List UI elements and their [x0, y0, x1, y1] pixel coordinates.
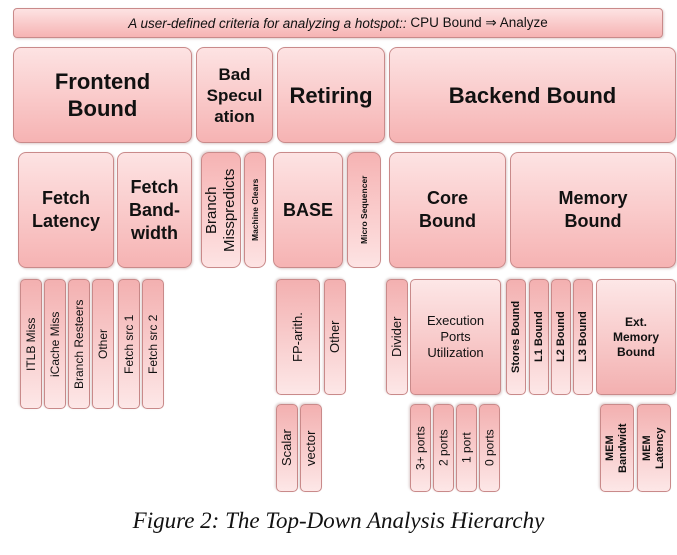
fetch-latency-node: Fetch Latency — [18, 152, 114, 268]
criteria-banner-prefix: A user-defined criteria for analyzing a … — [128, 15, 407, 31]
machine-clears-node: Machine Clears — [244, 152, 266, 268]
base-other-node: Other — [324, 279, 346, 395]
ports-3plus-node: 3+ ports — [410, 404, 431, 492]
ports-1-node: 1 port — [456, 404, 477, 492]
fetch-src-2-node: Fetch src 2 — [142, 279, 164, 409]
branch-mispredicts-node: Branch Misspredicts — [201, 152, 241, 268]
fetch-bandwidth-node: Fetch Band- width — [117, 152, 192, 268]
l3-bound-node: L3 Bound — [573, 279, 593, 395]
scalar-node: Scalar — [276, 404, 298, 492]
ports-2-node: 2 ports — [433, 404, 454, 492]
icache-miss-node: iCache Miss — [44, 279, 66, 409]
micro-sequencer-node: Micro Sequencer — [347, 152, 381, 268]
fetch-src-1-node: Fetch src 1 — [118, 279, 140, 409]
retiring-node: Retiring — [277, 47, 385, 143]
l2-bound-node: L2 Bound — [551, 279, 571, 395]
stores-bound-node: Stores Bound — [506, 279, 526, 395]
fp-arith-node: FP-arith. — [276, 279, 320, 395]
l1-bound-node: L1 Bound — [529, 279, 549, 395]
ext-memory-bound-node: Ext. Memory Bound — [596, 279, 676, 395]
itlb-miss-node: ITLB Miss — [20, 279, 42, 409]
branch-resteers-node: Branch Resteers — [68, 279, 90, 409]
base-node: BASE — [273, 152, 343, 268]
ports-0-node: 0 ports — [479, 404, 500, 492]
criteria-banner-suffix: CPU Bound ⇒ Analyze — [410, 15, 548, 30]
execution-ports-utilization-node: Execution Ports Utilization — [410, 279, 501, 395]
bad-speculation-node: Bad Specul ation — [196, 47, 273, 143]
divider-node: Divider — [386, 279, 408, 395]
mem-bandwidth-node: MEM Bandwidt — [600, 404, 634, 492]
frontend-bound-node: Frontend Bound — [13, 47, 192, 143]
frontend-other-node: Other — [92, 279, 114, 409]
core-bound-node: Core Bound — [389, 152, 506, 268]
mem-latency-node: MEM Latency — [637, 404, 671, 492]
figure-caption: Figure 2: The Top-Down Analysis Hierarch… — [132, 508, 545, 533]
vector-node: vector — [300, 404, 322, 492]
memory-bound-node: Memory Bound — [510, 152, 676, 268]
criteria-banner: A user-defined criteria for analyzing a … — [13, 8, 663, 38]
backend-bound-node: Backend Bound — [389, 47, 676, 143]
